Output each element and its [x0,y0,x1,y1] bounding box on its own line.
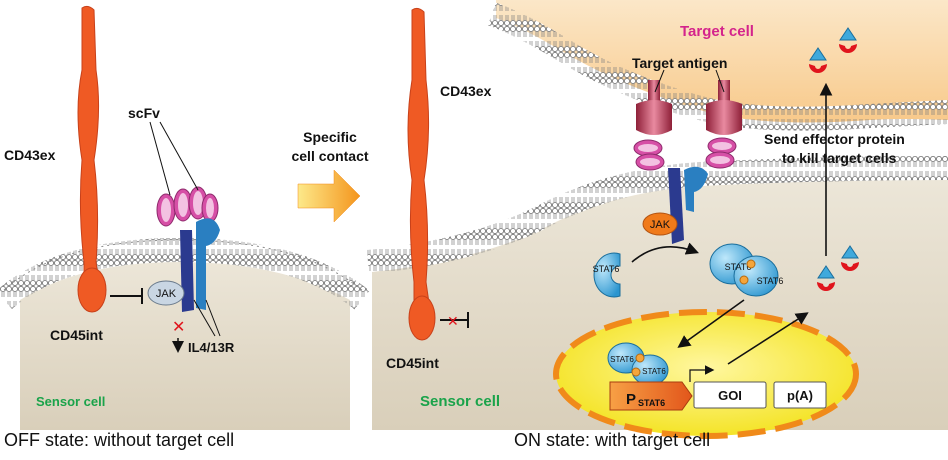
on-panel: ✕ JAK STAT6 [366,0,948,450]
promoter-label: P [626,391,636,408]
target-cell-label: Target cell [680,23,754,40]
nucleus [553,309,859,439]
scfv-domains-off [156,186,219,227]
transition: Specific cell contact [291,129,369,223]
goi-box [693,381,767,409]
polya-label: p(A) [787,388,813,403]
target-cell [496,0,948,123]
il13-receptor-light-on [684,166,708,212]
target-antigens [636,80,742,135]
polya-box [773,381,827,409]
stat6-dimer-label-2: STAT6 [757,276,784,286]
cd45int-label-off: CD45int [50,327,103,343]
cd45int-domain-on [408,295,436,341]
jak-protein-on [642,212,678,236]
effector-proteins [809,27,859,291]
jak-protein-off [147,280,185,306]
il13-receptor-light-off [196,218,220,310]
target-antigen-label: Target antigen [632,55,727,71]
stat6-dimer-label-1: STAT6 [725,262,752,272]
cd43ex-protein-on [407,7,431,311]
membrane-off [0,237,370,310]
transcription-start-icon [689,365,715,382]
stat6-nuc-label-2: STAT6 [642,367,666,376]
stat6-monomer: STAT6 [593,252,621,298]
cd43ex-protein-off [77,5,101,291]
sensor-cell-label-off: Sensor cell [36,394,105,409]
expression-arrow [727,312,809,365]
blocked-x-icon-on: ✕ [447,314,459,330]
jak-label-on: JAK [650,219,671,231]
transition-line2: cell contact [291,148,368,164]
phosphorylation-arrow [631,242,699,263]
jak-label-off: JAK [156,288,177,300]
il413r-label: IL4/13R [188,340,235,355]
stat6-nuc-label-1: STAT6 [610,355,634,364]
effector-label-line2: to kill target cells [782,150,897,166]
promoter-subscript: STAT6 [638,398,665,408]
cd43ex-label-off: CD43ex [4,147,56,163]
stat6-dimer-nucleus: STAT6 STAT6 [607,342,669,386]
blocked-x-icon: ✕ [172,317,185,336]
cd45int-domain-off [77,267,107,313]
contact-arrow-icon [297,169,361,223]
sensor-cell-label-on: Sensor cell [420,393,500,410]
stat6-promoter: P STAT6 [609,381,693,411]
off-panel: JAK ✕ CD43ex scFv CD45int IL4/13R Sensor… [0,5,370,450]
stat6-label: STAT6 [593,264,620,274]
il4-receptor-dark-off [180,230,194,312]
effector-label-line1: Send effector protein [764,131,905,147]
cd43ex-label-on: CD43ex [440,83,492,99]
membrane-on [366,156,948,274]
on-state-caption: ON state: with target cell [514,430,710,450]
cd45int-label-on: CD45int [386,355,439,371]
scfv-label: scFv [128,105,160,121]
transition-line1: Specific [303,129,357,145]
stat6-dimer-cytoplasm: STAT6 STAT6 [709,243,784,297]
scfv-domains-on [633,137,737,171]
goi-label: GOI [718,388,742,403]
translocation-arrow [677,299,745,348]
off-state-caption: OFF state: without target cell [4,430,234,450]
